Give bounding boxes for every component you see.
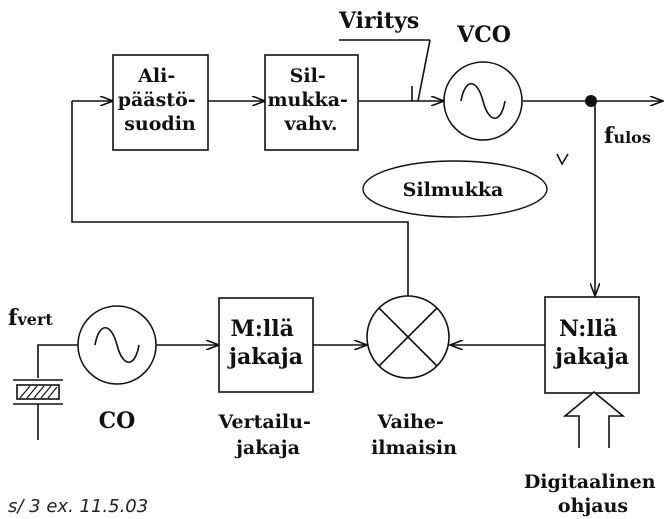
m-divider-block [218, 297, 314, 393]
vco-sine-icon [460, 82, 506, 120]
lowpass-filter-label: Ali- päästö- suodin [118, 65, 203, 135]
digital-control-arrow [562, 390, 626, 448]
phase-detector-label: Vaihe- ilmaisin [371, 411, 457, 459]
phase-detector-cross-b [378, 307, 438, 367]
f-ref-label: fvert [8, 305, 53, 331]
wire-crystal-top [37, 344, 78, 378]
loop-amplifier-block [264, 54, 359, 151]
loop-amplifier-label: Sil- mukka- vahv. [267, 65, 354, 135]
vco-label: VCO [456, 22, 511, 48]
reference-divider-label: Vertailu- jakaja [218, 411, 318, 459]
digital-control-label: Digitaalinen ohjaus [524, 471, 662, 517]
output-junction-dot [585, 95, 597, 107]
loop-direction-arrow [556, 153, 569, 166]
n-divider-label: N:llä jakaja [553, 316, 629, 370]
m-divider-label: M:llä jakaja [227, 316, 303, 370]
n-divider-block [544, 296, 640, 394]
co-label: CO [99, 408, 136, 434]
co-sine-icon [94, 326, 140, 364]
f-out-label: fulos [604, 123, 651, 149]
crystal-hatch [19, 385, 58, 399]
lowpass-filter-block [112, 54, 209, 151]
tuning-pointer [417, 39, 431, 102]
wire-feedback-loop [71, 101, 409, 296]
tuning-label: Viritys [338, 8, 419, 34]
loop-ellipse [362, 160, 548, 218]
handwritten-note: s/ 3 ex. 11.5.03 [8, 496, 148, 517]
loop-label: Silmukka [403, 179, 504, 201]
